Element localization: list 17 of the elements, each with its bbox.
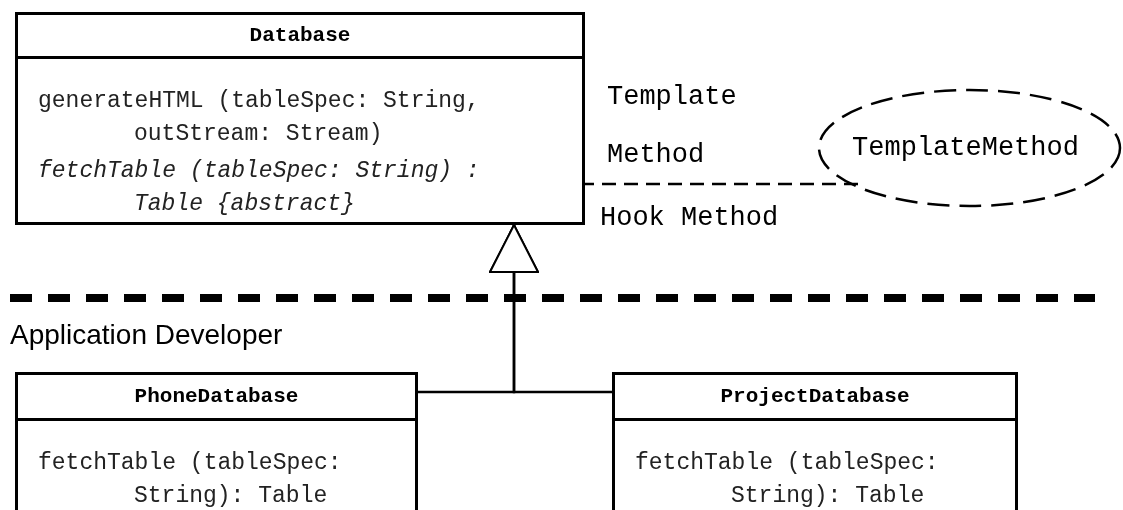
dashed-ellipse	[817, 88, 1122, 208]
annotation-text: Hook Method	[600, 202, 779, 235]
class-name: Database	[249, 22, 351, 49]
dashed-connector	[585, 182, 858, 186]
class-name: ProjectDatabase	[720, 383, 910, 410]
annotation-text: Template Method	[607, 81, 738, 172]
method-signature: fetchTable (tableSpec: String): Table	[635, 449, 940, 510]
method-signature: generateHTML (tableSpec: String, outStream: Stream)	[38, 87, 481, 149]
class-box	[15, 12, 585, 225]
inheritance-arrow	[489, 224, 612, 394]
pattern-name: TemplateMethod	[852, 131, 1080, 165]
annotation-text: Application Developer	[10, 318, 283, 352]
method-signature: fetchTable (tableSpec: String) : Table {abstract}	[38, 157, 481, 219]
class-box	[15, 372, 418, 510]
class-name: PhoneDatabase	[134, 383, 299, 410]
class-box	[612, 372, 1018, 510]
method-signature: fetchTable (tableSpec: String): Table	[38, 449, 343, 510]
